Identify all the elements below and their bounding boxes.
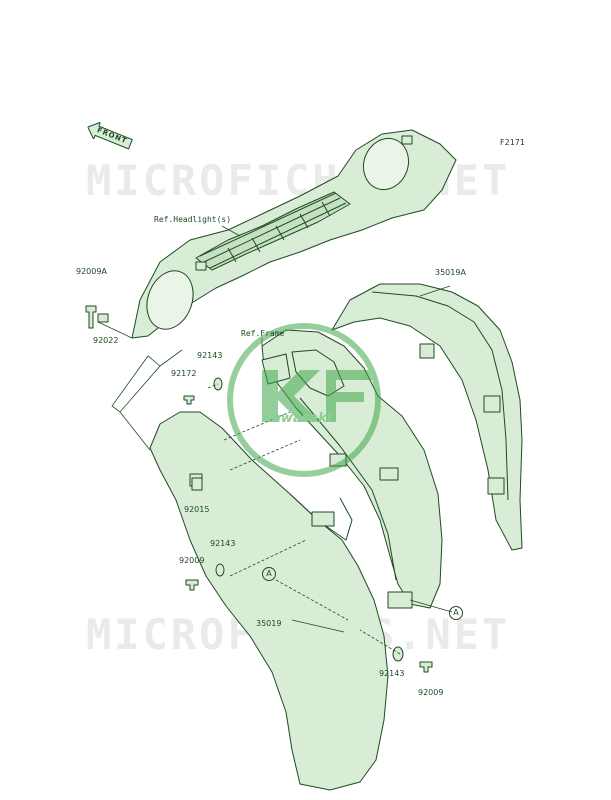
part-label-92015[interactable]: 92015 (184, 505, 210, 514)
front-arrow-icon: FRONT (84, 119, 135, 154)
inner-fender-35019A (331, 283, 523, 551)
part-label-35019A[interactable]: 35019A (435, 268, 466, 277)
marker-a-left: A (262, 567, 276, 581)
part-label-92143-b[interactable]: 92143 (210, 539, 236, 548)
washer-92143-b (215, 563, 225, 577)
bolt-92009-a (185, 579, 199, 591)
part-label-92022[interactable]: 92022 (93, 336, 119, 345)
bolt-92009-b (419, 661, 433, 673)
clip-92022 (97, 313, 109, 323)
figure-code: F2171 (500, 138, 525, 147)
frame-bracket (261, 329, 443, 609)
kawasaki-logo (227, 323, 381, 477)
part-label-92009A[interactable]: 92009A (76, 267, 107, 276)
left-headlight-opening (146, 270, 194, 330)
marker-a-right: A (449, 606, 463, 620)
washer-92143-c (392, 646, 404, 662)
part-label-92172[interactable]: 92172 (171, 369, 197, 378)
kawasaki-logo-text: Kawasaki (262, 411, 332, 426)
nut-92015 (191, 477, 203, 491)
bolt-92009A (85, 305, 97, 329)
front-fender-35019 (149, 411, 389, 791)
part-label-92143-a[interactable]: 92143 (197, 351, 223, 360)
part-label-92009-a[interactable]: 92009 (179, 556, 205, 565)
part-label-35019[interactable]: 35019 (256, 619, 282, 628)
right-headlight-opening (362, 137, 410, 191)
part-label-92143-c[interactable]: 92143 (379, 669, 405, 678)
ref-frame: Ref.Frame (241, 329, 285, 338)
part-label-92009-b[interactable]: 92009 (418, 688, 444, 697)
ref-headlight: Ref.Headlight(s) (154, 215, 232, 224)
bolt-92172 (183, 395, 195, 405)
